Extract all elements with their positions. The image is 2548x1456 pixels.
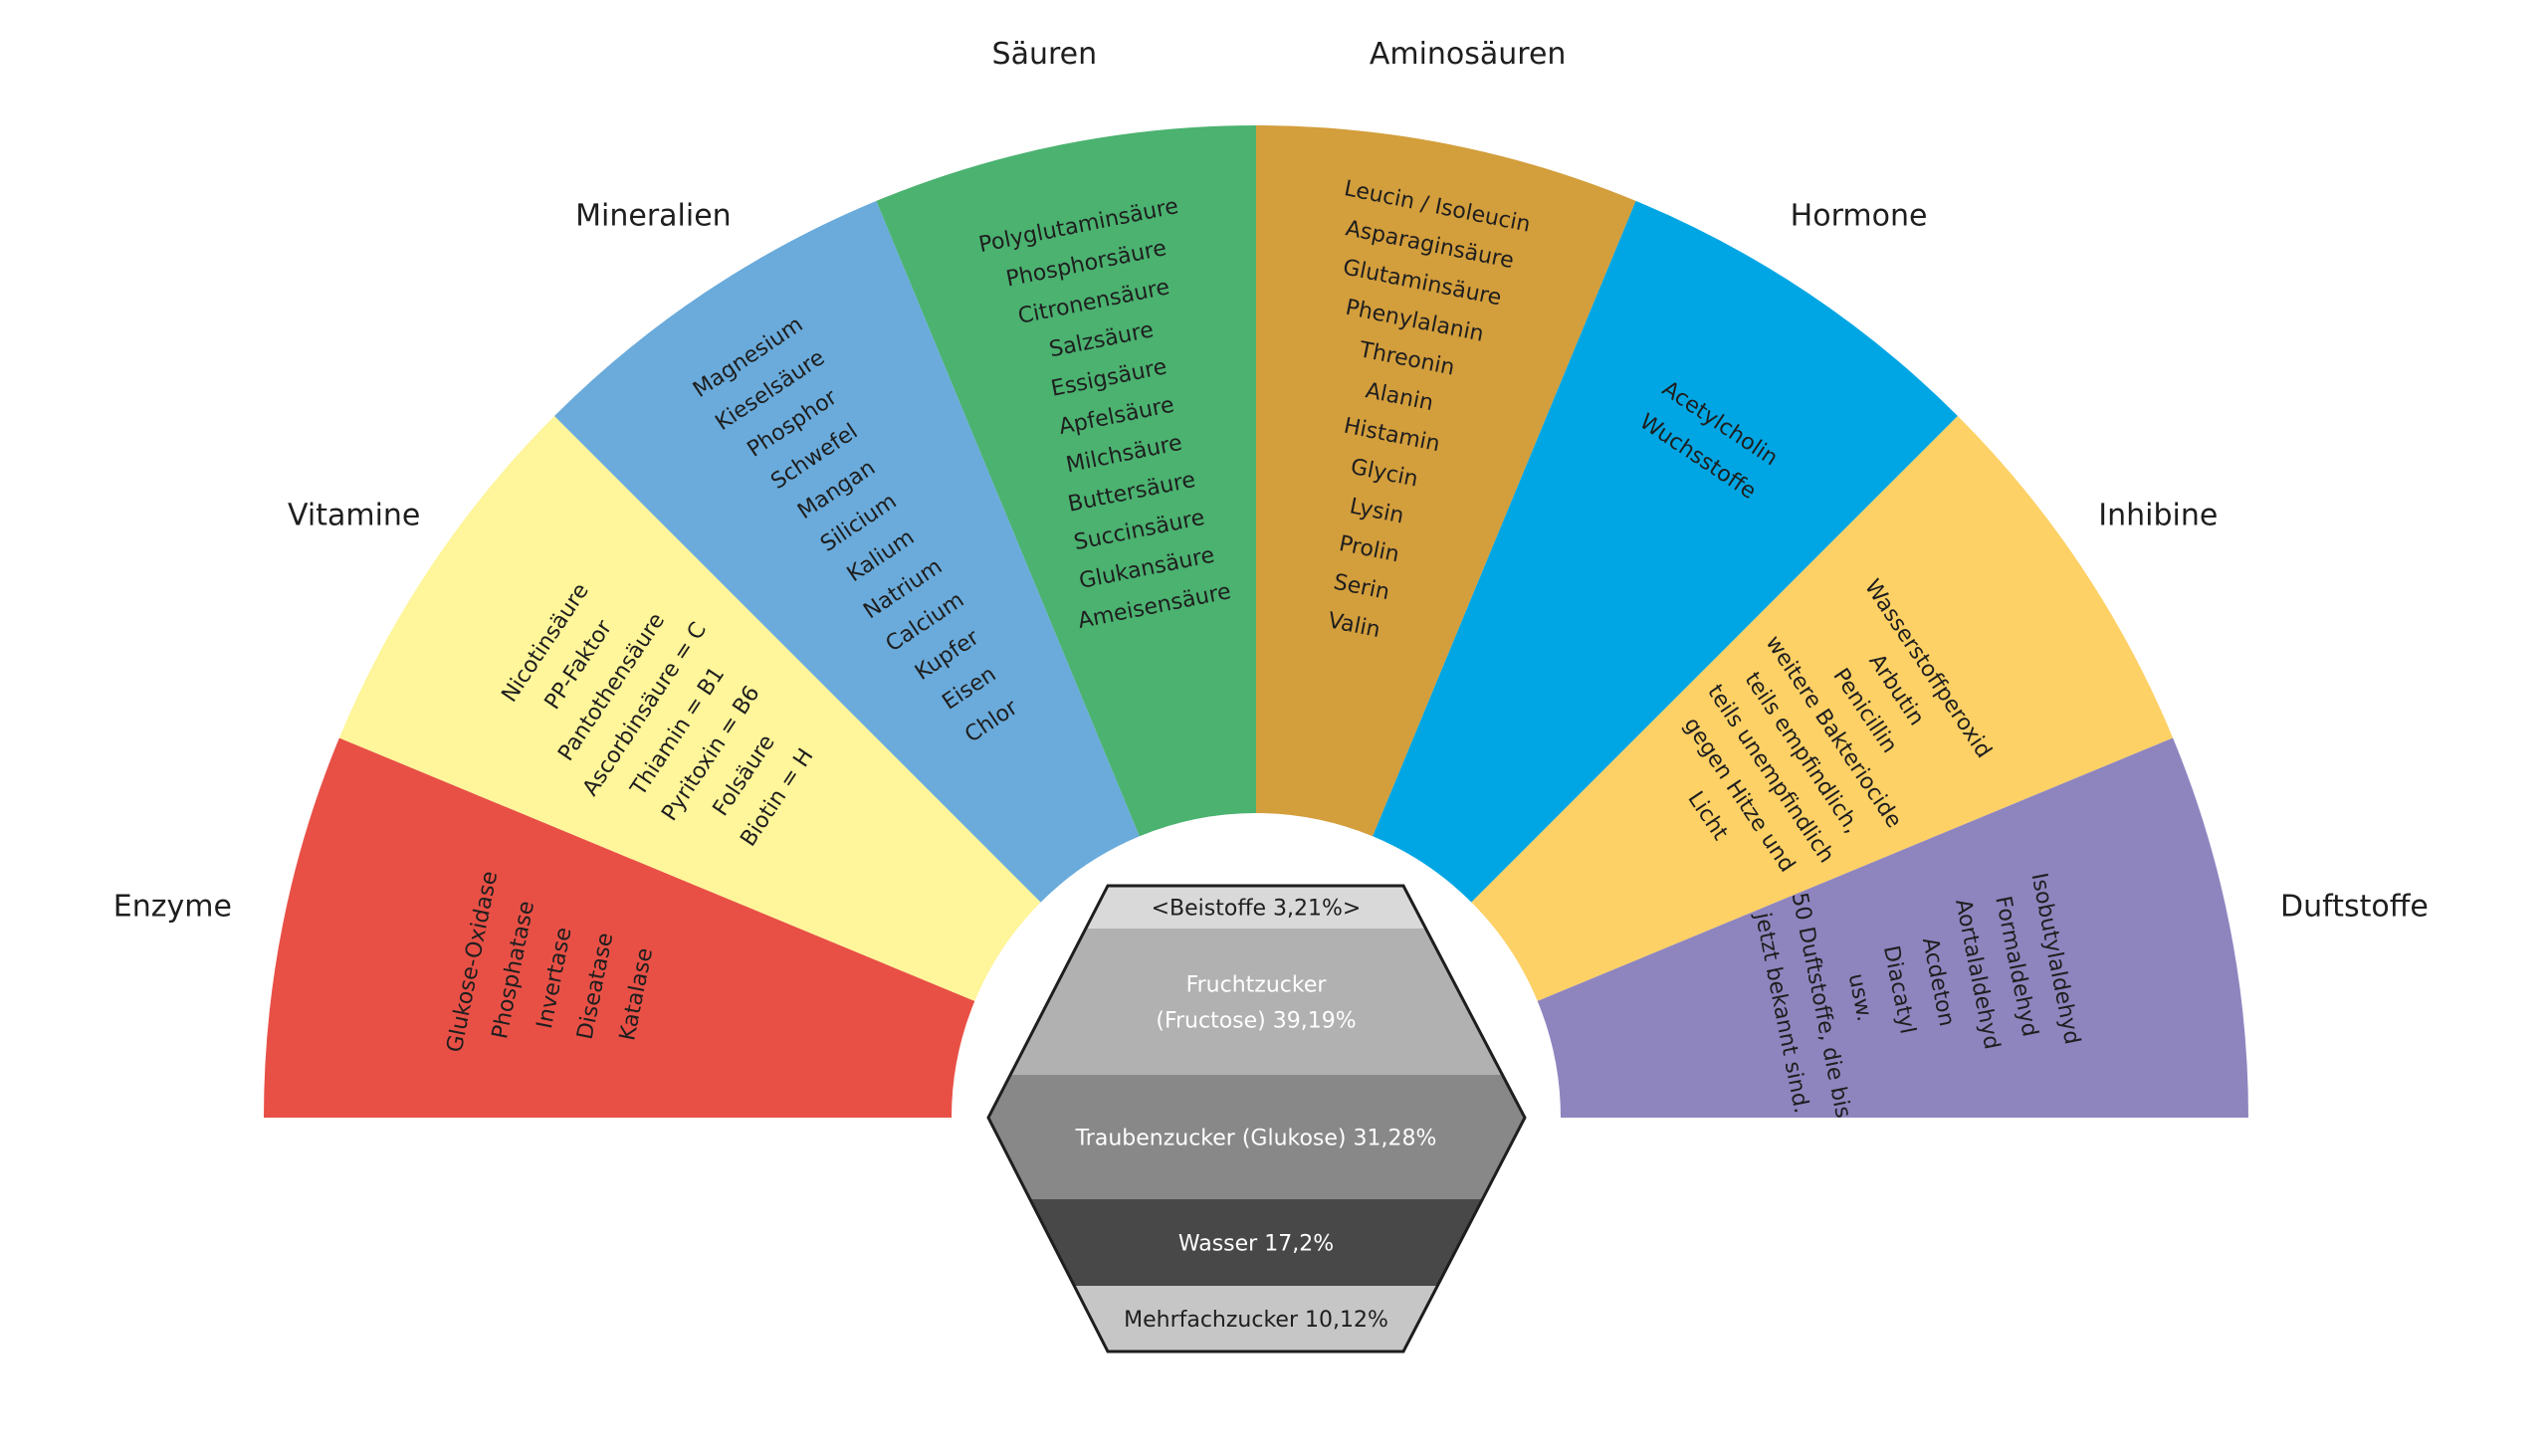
composition-hexagon: <Beistoffe 3,21%> Fruchtzucker (Fructose) …	[986, 884, 1527, 1353]
category-label-duftstoffe: Duftstoffe	[2280, 889, 2429, 924]
category-label-mineralien: Mineralien	[575, 199, 732, 234]
sector-mineralien	[554, 200, 1140, 903]
sector-aminosaeuren	[1256, 125, 1636, 837]
sector-saeuren	[876, 125, 1256, 837]
hexagon-band	[988, 929, 1525, 1075]
category-labels-layer: Enzyme Vitamine Mineralien Säuren Aminosäure…	[113, 37, 2429, 924]
sector-hormone	[1373, 200, 1958, 903]
category-label-aminosaeuren: Aminosäuren	[1370, 37, 1567, 72]
hexagon-band-label: Mehrfachzucker 10,12%	[1124, 1308, 1388, 1333]
sector-enzyme	[264, 737, 975, 1118]
category-label-inhibine: Inhibine	[2098, 498, 2218, 532]
hexagon-labels: <Beistoffe 3,21%> Fruchtzucker (Fructose) …	[1075, 897, 1437, 1334]
hexagon-outline	[986, 884, 1527, 1353]
hexagon-bands	[988, 886, 1525, 1352]
category-label-enzyme: Enzyme	[113, 889, 232, 924]
sectors-layer	[264, 125, 2248, 1118]
hexagon-band-label: Traubenzucker (Glukose) 31,28%	[1075, 1127, 1437, 1151]
sector-inhibine	[1471, 416, 2174, 1001]
hexagon-band-label: (Fructose) 39,19%	[1156, 1009, 1356, 1034]
hexagon-band-label: Fruchtzucker	[1186, 973, 1328, 998]
hexagon-band-label: Wasser 17,2%	[1178, 1232, 1334, 1257]
sector-vitamine	[338, 416, 1041, 1001]
hexagon-band	[988, 1199, 1525, 1286]
hexagon-band	[988, 1075, 1525, 1199]
sector-duftstoffe	[1537, 737, 2248, 1118]
category-label-hormone: Hormone	[1791, 199, 1928, 234]
category-label-saeuren: Säuren	[992, 37, 1098, 72]
hexagon-band-label: <Beistoffe 3,21%>	[1152, 897, 1362, 922]
category-label-vitamine: Vitamine	[288, 498, 420, 532]
